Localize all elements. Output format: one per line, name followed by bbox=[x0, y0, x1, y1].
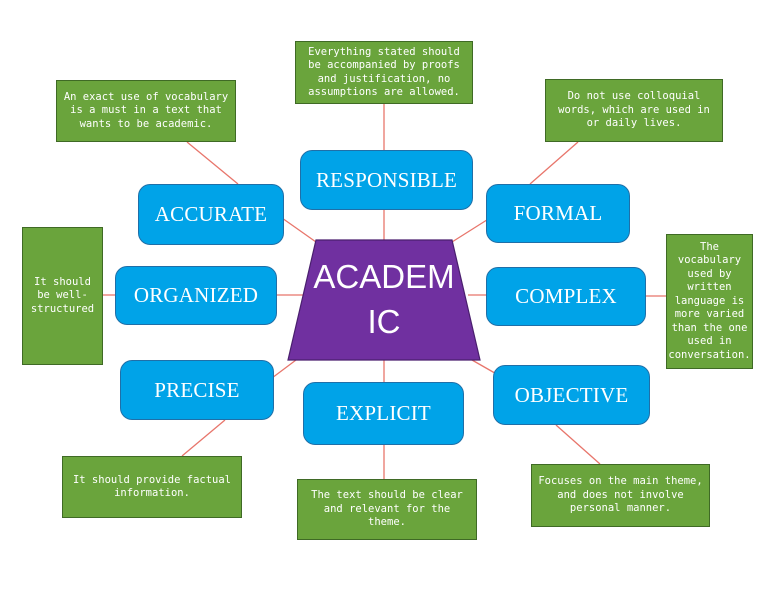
node-explicit: EXPLICIT bbox=[303, 382, 464, 445]
node-precise: PRECISE bbox=[120, 360, 274, 420]
note-organized: It should be well-structured bbox=[22, 227, 103, 365]
node-responsible: RESPONSIBLE bbox=[300, 150, 473, 210]
connector-accurate-note bbox=[186, 141, 239, 185]
node-objective: OBJECTIVE bbox=[493, 365, 650, 425]
connector-formal-note bbox=[529, 141, 579, 185]
node-accurate: ACCURATE bbox=[138, 184, 284, 245]
center-label: ACADEM IC bbox=[288, 240, 480, 360]
node-formal: FORMAL bbox=[486, 184, 630, 243]
center-label-line1: ACADEM bbox=[313, 258, 455, 296]
note-explicit: The text should be clear and relevant fo… bbox=[297, 479, 477, 540]
connector-objective-note bbox=[555, 424, 601, 465]
center-trapezoid bbox=[287, 239, 481, 361]
connector-center-precise bbox=[271, 359, 297, 379]
connector-precise-note bbox=[181, 419, 226, 457]
note-objective: Focuses on the main theme, and does not … bbox=[531, 464, 710, 527]
note-precise: It should provide factual information. bbox=[62, 456, 242, 518]
connector-center-formal bbox=[451, 217, 491, 243]
center-label-line2: IC bbox=[367, 303, 401, 340]
note-complex: The vocabulary used by written language … bbox=[666, 234, 753, 369]
node-complex: COMPLEX bbox=[486, 267, 646, 326]
node-organized: ORGANIZED bbox=[115, 266, 277, 325]
note-formal: Do not use colloquial words, which are u… bbox=[545, 79, 723, 142]
connector-center-accurate bbox=[281, 217, 317, 243]
note-responsible: Everything stated should be accompanied … bbox=[295, 41, 473, 104]
note-accurate: An exact use of vocabulary is a must in … bbox=[56, 80, 236, 142]
